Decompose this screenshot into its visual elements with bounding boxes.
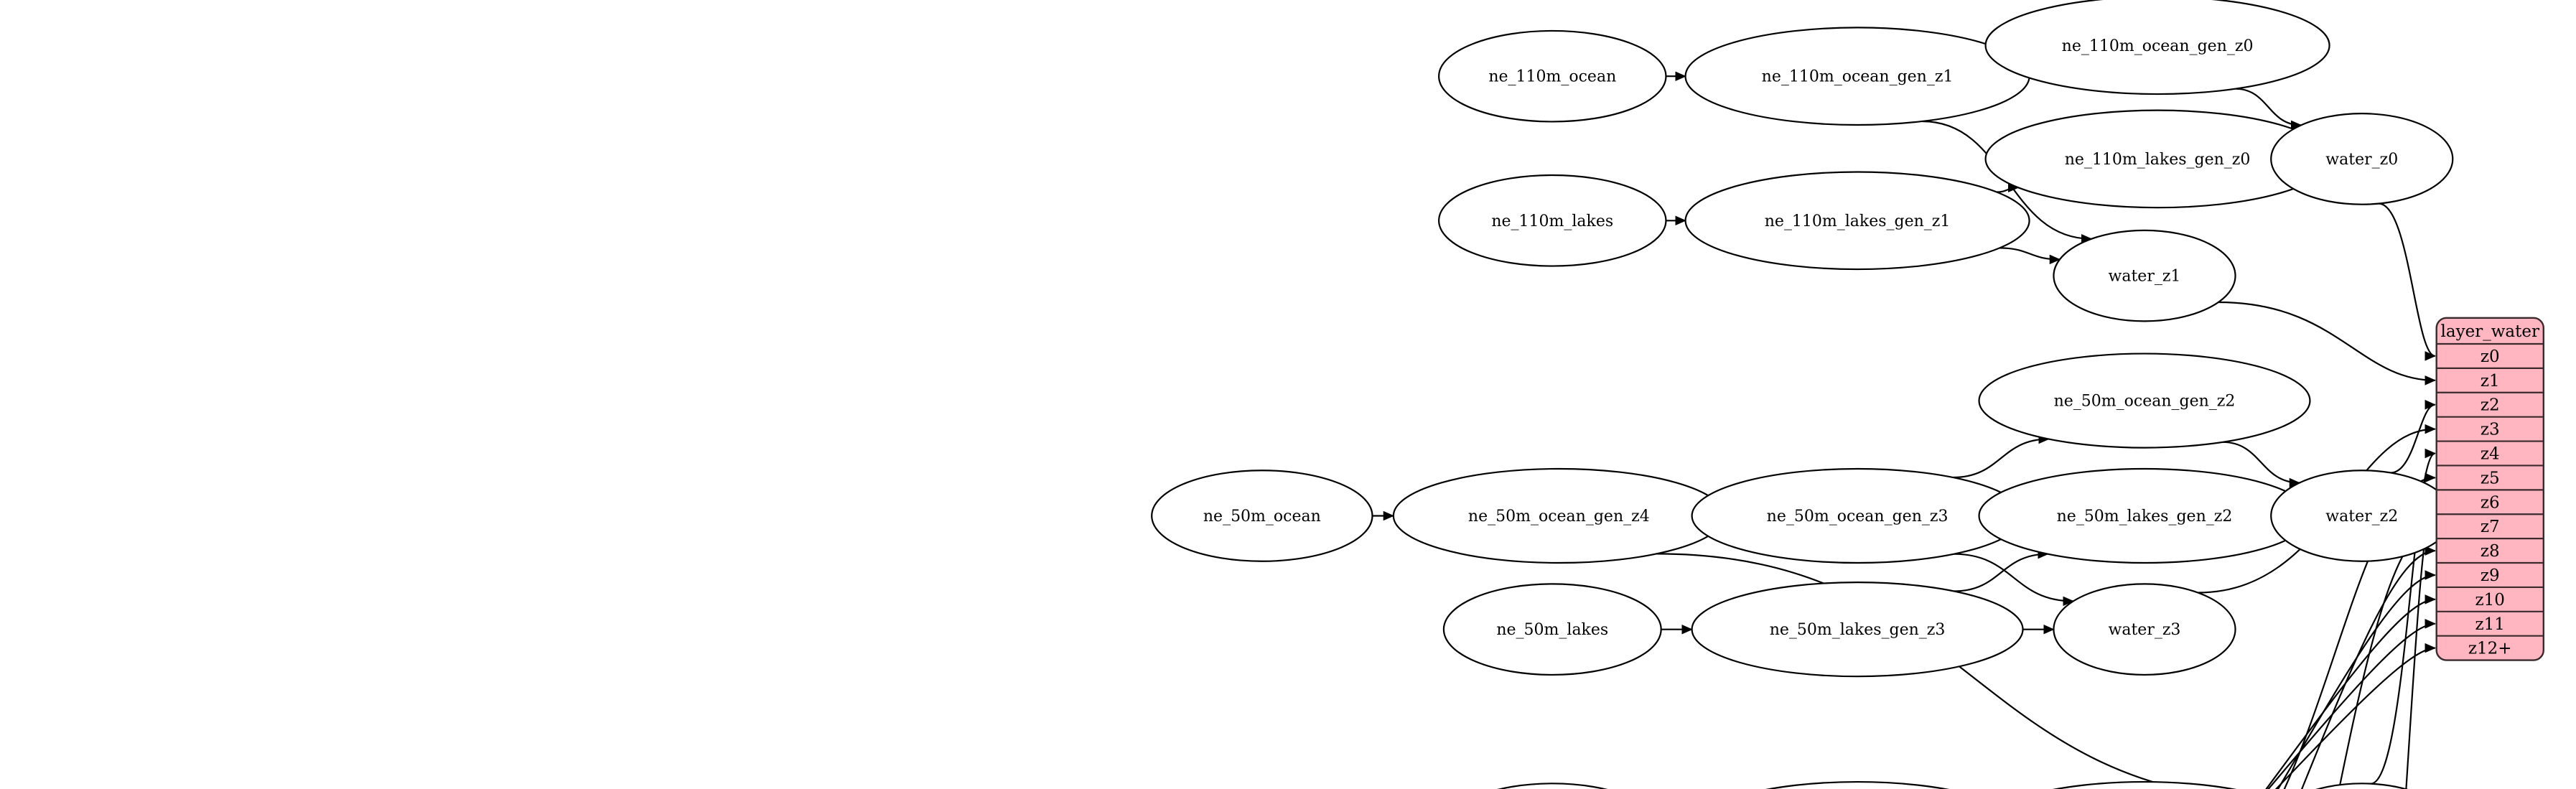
layer-row-z1[interactable]: z1 [2481,372,2500,391]
node-ne_50m_ocean_gen_z2[interactable]: ne_50m_ocean_gen_z2 [1978,353,2311,449]
node-ne_110m_ocean[interactable]: ne_110m_ocean [1438,29,1667,123]
layer-row-z8[interactable]: z8 [2481,542,2500,561]
edge-water_z2-to-layer-z2 [2390,399,2436,474]
edge-water_z8-to-layer-z8 [2300,546,2436,789]
node-label: ne_110m_lakes_gen_z0 [2065,151,2251,169]
edge-water_z7-to-layer-z7 [2338,521,2436,789]
node-ellipse [1442,583,1662,676]
edge-water_z10-to-layer-z10 [2265,594,2436,789]
node-label: ne_50m_lakes_gen_z2 [2057,508,2233,526]
node-label: water_z3 [2109,621,2181,639]
node-ellipse [1691,582,2024,678]
layer-table-title: layer_water [2441,322,2539,341]
layer-row-z0[interactable]: z0 [2481,347,2500,366]
layer-row-z3[interactable]: z3 [2481,421,2500,439]
layer-row-z9[interactable]: z9 [2481,566,2500,585]
node-label: ne_50m_lakes [1496,621,1608,639]
edge-ne_110m_ocean_gen_z0-to-water_z0 [2235,88,2302,131]
layer-row-z2[interactable]: z2 [2481,396,2500,415]
node-layer: imposm3osm_water_polygonosm_ocean_polygo… [1151,0,2454,789]
node-ne_50m_ocean_gen_z4[interactable]: ne_50m_ocean_gen_z4 [1392,467,1725,564]
table-background [2436,317,2544,660]
node-ellipse [1151,470,1373,562]
node-ne_50m_lakes_gen_z2[interactable]: ne_50m_lakes_gen_z2 [1978,467,2311,564]
edge-water_z11-to-layer-z11 [2267,619,2436,789]
node-ellipse [1438,174,1667,267]
edge-ne_50m_lakes_gen_z3-to-ne_50m_lakes_gen_z2 [1954,548,2049,592]
node-ellipse [2270,113,2454,205]
node-water_z4[interactable]: water_z4 [2271,783,2453,789]
node-ellipse [1978,353,2311,449]
node-ne_50m_lakes_gen_z3[interactable]: ne_50m_lakes_gen_z3 [1691,582,2024,678]
node-label: ne_110m_ocean [1488,68,1616,86]
node-ellipse [1438,29,1667,123]
edge-water_z0-to-layer-z0 [2379,202,2436,361]
node-label: water_z2 [2325,508,2398,526]
node-label: water_z0 [2325,151,2398,169]
edge-water_z4-to-layer-z4 [2371,448,2436,785]
node-water_z3[interactable]: water_z3 [2053,583,2236,676]
node-ellipse [1765,780,1950,789]
node-ne_10m_lakes_gen_z5[interactable]: ne_10m_lakes_gen_z5 [1692,780,2023,789]
node-ellipse [2053,229,2236,322]
node-ne_10m_lakes[interactable]: ne_10m_lakes [1444,783,1661,789]
node-label: ne_110m_ocean_gen_z1 [1762,68,1954,86]
node-label: ne_50m_lakes_gen_z3 [1770,621,1946,639]
edge-water_z12-to-layer-z12+ [2274,643,2436,789]
node-ne_110m_ocean_gen_z0[interactable]: ne_110m_ocean_gen_z0 [1984,0,2330,95]
node-ne_110m_lakes_gen_z1[interactable]: ne_110m_lakes_gen_z1 [1684,171,2030,271]
layer-row-z6[interactable]: z6 [2481,493,2500,512]
node-water_z1[interactable]: water_z1 [2053,229,2236,322]
layer-row-z10[interactable]: z10 [2475,591,2505,610]
node-ellipse [2315,783,2409,789]
edge-ne_50m_ocean_gen_z2-to-water_z2 [2222,441,2301,488]
node-label: ne_110m_lakes_gen_z1 [1765,213,1951,230]
layer-row-z11[interactable]: z11 [2475,615,2505,634]
node-label: ne_50m_ocean [1203,508,1321,526]
node-ne_50m_ocean[interactable]: ne_50m_ocean [1151,470,1373,562]
layer-row-z7[interactable]: z7 [2481,518,2500,536]
table-outline [2435,317,2545,661]
node-ellipse [1497,783,1608,789]
node-ellipse [2052,780,2237,789]
layer-row-z12+[interactable]: z12+ [2468,640,2512,658]
node-label: ne_110m_ocean_gen_z0 [2062,37,2254,55]
node-ellipse [1984,0,2330,95]
node-ne_10m_lakes_gen_z4[interactable]: ne_10m_lakes_gen_z4 [1979,780,2310,789]
node-ellipse [1684,171,2030,271]
node-ne_50m_lakes[interactable]: ne_50m_lakes [1442,583,1662,676]
node-water_z2[interactable]: water_z2 [2270,470,2454,562]
node-ellipse [2053,583,2236,676]
node-ne_110m_lakes[interactable]: ne_110m_lakes [1438,174,1667,267]
edge-water_z9-to-layer-z9 [2277,570,2436,789]
node-ne_110m_ocean_gen_z1[interactable]: ne_110m_ocean_gen_z1 [1684,27,2030,126]
node-label: ne_50m_ocean_gen_z4 [1468,508,1650,526]
node-label: ne_50m_ocean_gen_z2 [2054,393,2236,411]
layer-water-table: z0 z1 z2 z3 z4 z5 z6 z7 z8 z9 z10 z11 z12+ layer_wate… [2435,317,2545,661]
node-label: ne_50m_ocean_gen_z3 [1767,508,1949,526]
node-label: water_z1 [2109,268,2181,286]
layer-row-z5[interactable]: z5 [2481,469,2500,487]
node-label: ne_110m_lakes [1491,213,1613,230]
node-ne_50m_ocean_gen_z3[interactable]: ne_50m_ocean_gen_z3 [1691,467,2024,564]
node-water_z0[interactable]: water_z0 [2270,113,2454,205]
edge-ne_110m_lakes_gen_z1-to-water_z1 [1999,247,2061,265]
layer-row-z4[interactable]: z4 [2481,445,2500,464]
edge-ne_110m_lakes_gen_z1-to-ne_110m_lakes_gen_z0 [1996,182,2020,193]
edge-water_z1-to-layer-z1 [2218,301,2436,386]
edge-ne_50m_ocean_gen_z3-to-water_z3 [1954,553,2074,607]
edge-ne_50m_ocean_gen_z3-to-ne_50m_ocean_gen_z2 [1953,434,2050,479]
